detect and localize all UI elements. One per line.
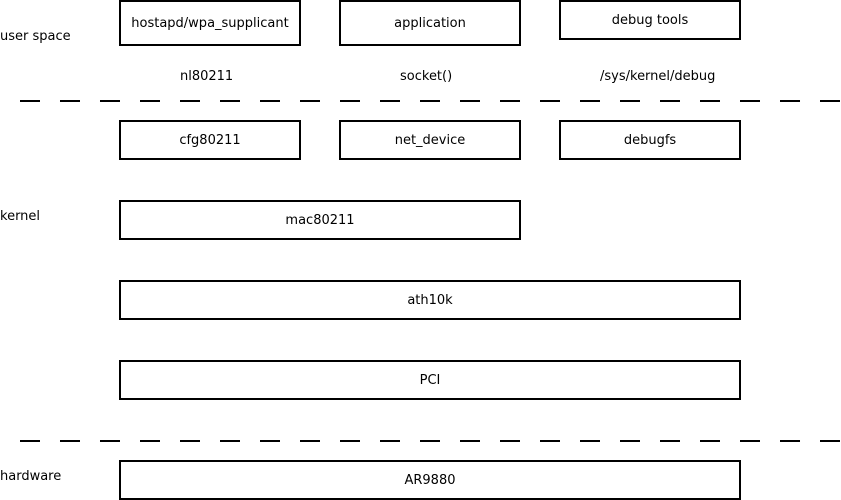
layer-label-kernel: kernel bbox=[0, 209, 41, 224]
ar9880-label: AR9880 bbox=[404, 472, 456, 488]
debugfs-label: debugfs bbox=[623, 132, 677, 148]
mac80211-box: mac80211 bbox=[119, 200, 521, 240]
application-box: application bbox=[339, 0, 521, 46]
net-device-label: net_device bbox=[394, 132, 466, 148]
interface-sys-kernel-debug: /sys/kernel/debug bbox=[600, 69, 716, 84]
debug-tools-box: debug tools bbox=[559, 0, 741, 40]
hostapd-wpa-supplicant-box: hostapd/wpa_supplicant bbox=[119, 0, 301, 46]
application-label: application bbox=[394, 15, 466, 31]
user-kernel-divider bbox=[20, 100, 841, 102]
ath10k-label: ath10k bbox=[407, 292, 453, 308]
kernel-hardware-divider bbox=[20, 440, 841, 442]
pci-label: PCI bbox=[419, 372, 441, 388]
cfg80211-box: cfg80211 bbox=[119, 120, 301, 160]
cfg80211-label: cfg80211 bbox=[179, 132, 241, 148]
pci-box: PCI bbox=[119, 360, 741, 400]
ath10k-box: ath10k bbox=[119, 280, 741, 320]
interface-socket: socket() bbox=[400, 69, 453, 84]
layer-label-user-space: user space bbox=[0, 29, 71, 44]
net-device-box: net_device bbox=[339, 120, 521, 160]
debugfs-box: debugfs bbox=[559, 120, 741, 160]
hostapd-wpa-supplicant-label: hostapd/wpa_supplicant bbox=[131, 15, 289, 31]
interface-nl80211: nl80211 bbox=[180, 69, 234, 84]
mac80211-label: mac80211 bbox=[285, 212, 355, 228]
layer-label-hardware: hardware bbox=[0, 469, 62, 484]
debug-tools-label: debug tools bbox=[611, 12, 689, 28]
ar9880-box: AR9880 bbox=[119, 460, 741, 500]
